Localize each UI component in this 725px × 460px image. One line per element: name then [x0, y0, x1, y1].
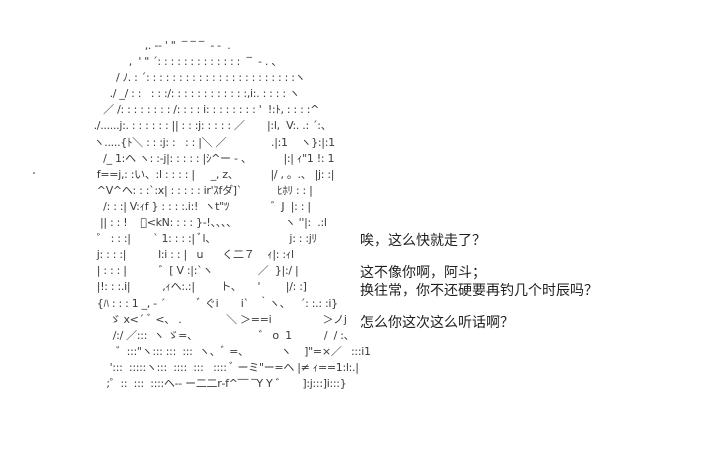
dialogue-gap-1 — [360, 250, 598, 264]
ascii-art-line: /: : :| V:ｨf } : : : :.i:! ヽt"ﾂ ゛J |: : … — [84, 199, 311, 213]
ascii-art-line: ./ _/ : : : : :/: : : : : : : : : : : :,… — [84, 87, 300, 101]
ascii-art-line: ./......j:. : : : : : : || : : :j: : : :… — [84, 119, 332, 133]
ascii-art-line: ／ /: : : : : : : : /: : : : i: : : : : :… — [84, 103, 320, 117]
ascii-art-line: ^V^ヘ: : :`:x| : : : : : ir'ｽfダ]` ﾋﾎﾘ : :… — [84, 183, 313, 197]
ascii-art-line: |!: : :.i| ,ｨヘ:.:| ト、 ' |/: :] — [84, 280, 307, 294]
ascii-art-line: ;゜:: ::: ::::ヘ‐‐ ー二二r‐f^‾‾ ‾Y Y ゛ ]:j:::… — [84, 376, 347, 390]
dialogue-line-3: 换往常，你不还硬要再钓几个时辰吗？ — [360, 283, 598, 299]
ascii-art-line: || : : ! ﾞ<kN: : : : }-!、、、、 ヽ ''|: .:l — [84, 216, 327, 230]
ascii-art-line: / ﾉ. : ´: : : : : : : : : : : : : : : : … — [84, 71, 306, 85]
dialogue-line-2: 这不像你啊，阿斗； — [360, 265, 486, 281]
ascii-art-line: '::: :::::ヽ::: :::: ::: :::: ﾞ ーミ"ー=ヘ |≠… — [84, 360, 359, 374]
dialogue-gap-2 — [360, 300, 598, 314]
ascii-art-line: | : : : | ゛[ V :|:`ヽ ／ }|:/ | — [84, 264, 299, 278]
dialogue-line-1: 唉，这么快就走了？ — [360, 233, 486, 249]
ascii-art-line: , ' " ´: : : : : : : : : : : : : ‾ ‐ . 、 — [84, 55, 283, 69]
ascii-art-line: j: : : :| l:i : : | u く二７ ｨ|: :ｨl — [84, 248, 294, 262]
ascii-art-line: ゜ : : :| ` 1: : : :| ﾞl、 j: : :jﾘ — [84, 232, 317, 246]
ascii-art-line: ゛:::"ヽ::: ::: ::: ヽ、ﾞ =、 ヽ ]"=×／ :::i1 — [84, 344, 371, 358]
ascii-art-line: f==j,: :い、:l : : : : | _, z、 |/ , 。.、 |j… — [84, 167, 335, 181]
ascii-art-line: /_ 1:ヘ ヽ: :-j|: : : : : |ｼ^ー ‐ 、 |:| ｨ"1… — [84, 151, 335, 165]
ascii-art-line: ゞ x<´ ﾞ <、 . ＼ ＞==i ＞ノj — [84, 312, 347, 326]
stray-dot — [33, 172, 35, 174]
ascii-art-line: ヽ.....{ﾄ＼ : : :j: : : : |＼ ／ .|:1 ヽ}:|:1 — [84, 135, 336, 149]
ascii-art: ,. -‐ ' " ‾ ‾ ‾ ‐ - . , ' " ´: : : : : :… — [84, 38, 371, 392]
ascii-art-line: {ﾊ : : : 1 _, ‐ ´ ﾞ ぐi i` ｀ヽ、 ´: :.: :i} — [84, 296, 338, 310]
dialogue-line-4: 怎么你这次这么听话啊？ — [360, 315, 514, 331]
ascii-art-line: ,. -‐ ' " ‾ ‾ ‾ ‐ - . — [84, 39, 231, 52]
ascii-art-line: /:/ ／::: ヽ ゞ=、 ゛ o 1 / / :、 — [84, 328, 355, 342]
dialogue-block: 唉，这么快就走了？ 这不像你啊，阿斗； 换往常，你不还硬要再钓几个时辰吗？ 怎么… — [360, 232, 598, 332]
